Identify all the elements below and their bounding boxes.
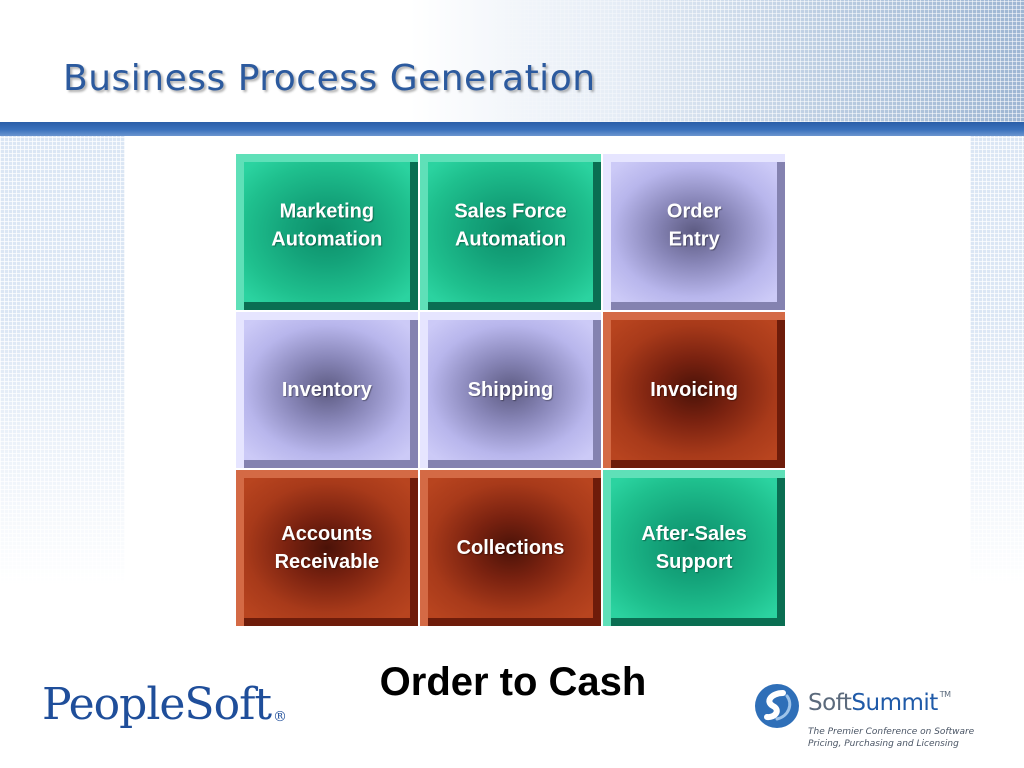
tile-sales-force-automation: Sales Force Automation — [418, 153, 603, 311]
process-grid: Marketing Automation Sales Force Automat… — [235, 153, 786, 627]
softsummit-tagline-line2: Pricing, Purchasing and Licensing — [808, 739, 959, 749]
tile-bevel — [236, 312, 418, 468]
tile-collections: Collections — [418, 469, 603, 627]
tile-label: Marketing Automation — [271, 200, 383, 251]
tile-label: Inventory — [281, 379, 372, 401]
left-grid-pattern — [0, 136, 125, 586]
tile-label: Sales Force Automation — [454, 200, 567, 251]
tile-bevel — [603, 470, 785, 626]
tile-shipping: Shipping — [418, 311, 603, 469]
tile-bevel — [419, 312, 602, 468]
tile-bevel — [236, 470, 418, 626]
softsummit-name-summit: Summit — [851, 690, 938, 716]
peoplesoft-logo-text: PeopleSoft — [42, 679, 272, 730]
tile-label: Collections — [456, 537, 565, 559]
header-divider-bar — [0, 122, 1024, 136]
right-grid-pattern — [970, 136, 1024, 586]
tile-marketing-automation: Marketing Automation — [235, 153, 419, 311]
peoplesoft-logo: PeopleSoft® — [42, 679, 287, 730]
softsummit-name-soft: Soft — [808, 690, 852, 716]
tile-label: Shipping — [467, 379, 554, 401]
header-grid-pattern — [464, 0, 1024, 122]
registered-mark: ® — [273, 709, 287, 725]
softsummit-tagline: The Premier Conference on Software Prici… — [808, 726, 974, 750]
tile-accounts-receivable: Accounts Receivable — [235, 469, 419, 627]
softsummit-tagline-line1: The Premier Conference on Software — [808, 727, 975, 737]
tile-bevel — [236, 154, 418, 310]
softsummit-swirl-icon — [755, 684, 799, 728]
tile-bevel — [603, 312, 785, 468]
tile-invoicing: Invoicing — [602, 311, 786, 469]
tile-bevel — [419, 154, 602, 310]
tile-order-entry: Order Entry — [602, 153, 786, 311]
tile-after-sales-support: After-Sales Support — [602, 469, 786, 627]
slide-title: Business Process Generation — [63, 58, 596, 99]
tile-label: After-Sales Support — [641, 523, 747, 573]
tile-label: Invoicing — [650, 379, 739, 401]
tile-inventory: Inventory — [235, 311, 419, 469]
tile-label: Accounts Receivable — [274, 523, 380, 573]
slide-header: Business Process Generation — [0, 0, 1024, 122]
trademark-mark: TM — [939, 690, 951, 699]
tile-label: Order Entry — [666, 200, 722, 251]
diagram-caption: Order to Cash — [379, 660, 647, 704]
tile-bevel — [419, 470, 602, 626]
tile-bevel — [603, 154, 785, 310]
